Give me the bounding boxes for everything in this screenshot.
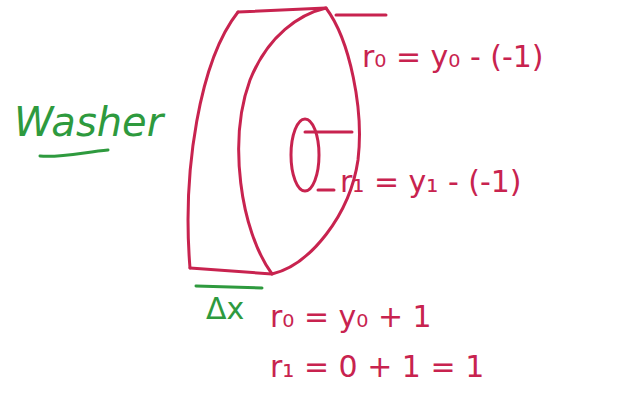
washer-hole <box>291 119 319 191</box>
radius-formula: r₀ = y₀ - (-1) <box>362 40 544 73</box>
radius-formula: r₀ = y₀ + 1 <box>270 300 432 333</box>
radius-formula: r₁ = y₁ - (-1) <box>340 165 522 198</box>
thickness-mark <box>196 286 262 288</box>
title-word: Washer <box>14 100 163 144</box>
washer-front-face <box>239 8 360 274</box>
washer-bottom-edge <box>190 268 272 274</box>
leader-line <box>318 189 334 192</box>
leader-line <box>305 131 352 134</box>
leader-line <box>336 14 386 17</box>
radius-formula: r₁ = 0 + 1 = 1 <box>270 350 484 383</box>
washer-back-edge <box>188 12 238 268</box>
thickness-label: Δx <box>206 292 244 325</box>
underline <box>40 150 108 156</box>
